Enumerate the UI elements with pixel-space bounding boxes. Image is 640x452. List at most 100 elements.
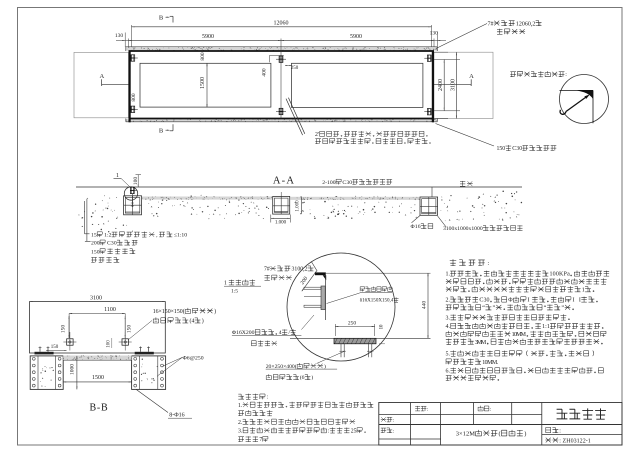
svg-text:150: 150 (497, 146, 506, 152)
svg-text:Φ16X200: Φ16X200 (232, 330, 255, 336)
svg-text:5900: 5900 (350, 34, 362, 40)
svg-text:2400: 2400 (438, 79, 444, 91)
svg-text:1100: 1100 (104, 307, 116, 313)
svg-text::: : (393, 418, 395, 424)
svg-text:I: I (528, 298, 530, 304)
svg-text:800: 800 (200, 52, 206, 61)
svg-text:B-B: B-B (89, 403, 108, 414)
svg-text:6.: 6. (446, 369, 451, 375)
svg-text:150: 150 (61, 325, 67, 334)
svg-text:3×12M: 3×12M (456, 430, 476, 437)
svg-text:10MM: 10MM (512, 332, 527, 338)
svg-text:Φ: Φ (508, 298, 513, 304)
svg-text:100: 100 (133, 177, 139, 186)
svg-text:”: ” (493, 305, 496, 311)
svg-text::: : (266, 395, 268, 401)
svg-text:): ) (311, 374, 313, 381)
svg-text:5.: 5. (446, 352, 451, 358)
svg-text:): ) (202, 318, 204, 325)
svg-text:A: A (469, 73, 474, 80)
svg-text:100KPa: 100KPa (550, 272, 571, 278)
svg-text:3100,2: 3100,2 (292, 267, 308, 273)
svg-text::: : (559, 428, 561, 434)
svg-text:): ) (214, 308, 216, 315)
svg-text:200: 200 (300, 276, 310, 286)
svg-text:3100: 3100 (450, 79, 456, 91)
svg-text:): ) (324, 363, 326, 370)
svg-text:C30: C30 (342, 180, 352, 186)
svg-text:2': 2' (315, 132, 319, 138)
svg-text:3.: 3. (446, 315, 451, 321)
svg-text::: : (393, 428, 395, 434)
svg-text:A-A: A-A (273, 176, 295, 187)
svg-text:≤1:10: ≤1:10 (174, 232, 187, 238)
svg-text:C30: C30 (479, 298, 489, 304)
svg-text:1.: 1. (238, 403, 243, 409)
svg-text:Φ6@250: Φ6@250 (183, 355, 204, 361)
svg-text:4: 4 (279, 330, 282, 336)
svg-text:200: 200 (91, 241, 100, 247)
svg-text:1.000: 1.000 (296, 200, 301, 212)
svg-text::: : (328, 428, 330, 434)
svg-text:440: 440 (422, 301, 428, 310)
svg-text:3.: 3. (238, 428, 243, 434)
svg-text:1: 1 (582, 287, 585, 293)
svg-text:10: 10 (380, 324, 385, 329)
svg-text:7: 7 (259, 437, 262, 443)
svg-text:1000: 1000 (70, 364, 76, 375)
svg-text:25: 25 (351, 428, 357, 434)
svg-text:5900: 5900 (202, 34, 214, 40)
svg-text:800: 800 (131, 93, 137, 102)
svg-text:(4: (4 (190, 318, 195, 325)
svg-text::: : (427, 407, 429, 413)
svg-text:2.: 2. (238, 420, 243, 426)
svg-text:12060,2: 12060,2 (516, 21, 535, 27)
svg-text:100: 100 (107, 340, 112, 348)
svg-text:2.: 2. (446, 298, 451, 304)
svg-text:150: 150 (127, 325, 133, 334)
svg-text:1.: 1. (446, 272, 451, 278)
svg-text:1: 1 (224, 281, 227, 287)
svg-text:1500: 1500 (92, 375, 104, 381)
svg-text:16×150×150(: 16×150×150( (153, 308, 185, 315)
svg-text:7#: 7# (264, 267, 270, 273)
svg-text::: : (487, 260, 489, 267)
svg-text:): ) (524, 430, 526, 437)
svg-text:: ZH03122-1: : ZH03122-1 (559, 438, 590, 444)
svg-text:7#: 7# (488, 21, 494, 27)
svg-text:“: “ (482, 304, 485, 311)
svg-text:1: 1 (116, 173, 119, 179)
svg-text:1:5: 1:5 (231, 289, 238, 295)
svg-text:15: 15 (91, 232, 97, 238)
svg-text:1:2: 1:2 (104, 232, 111, 238)
svg-text:3100: 3100 (90, 296, 102, 302)
svg-text:(: ( (499, 430, 501, 437)
svg-text::: : (490, 407, 492, 413)
svg-text:250: 250 (348, 320, 357, 326)
svg-text:12060: 12060 (274, 21, 289, 27)
svg-text:1500: 1500 (200, 77, 206, 89)
svg-text::: : (565, 72, 567, 78)
svg-text:δ16X150X150,4: δ16X150X150,4 (360, 298, 394, 304)
svg-text:C30: C30 (512, 146, 522, 152)
svg-text:10MM.: 10MM. (482, 360, 498, 366)
svg-text:3100x1000x1000: 3100x1000x1000 (443, 226, 483, 232)
svg-text:,: , (156, 232, 158, 238)
svg-text:130: 130 (430, 31, 439, 37)
svg-text:4.: 4. (446, 324, 451, 330)
svg-text:400: 400 (262, 68, 268, 77)
svg-text:3MM: 3MM (475, 340, 487, 346)
svg-text:(6: (6 (300, 374, 305, 381)
svg-text:B: B (159, 15, 164, 22)
svg-text:1:1: 1:1 (542, 324, 550, 330)
svg-text:/: / (288, 330, 290, 336)
svg-text:”: ” (561, 305, 564, 311)
svg-text:8-Φ16: 8-Φ16 (169, 413, 184, 419)
svg-text:20×250×400(: 20×250×400( (266, 363, 297, 370)
svg-text:2-100: 2-100 (322, 180, 335, 186)
svg-text:1.000: 1.000 (275, 221, 287, 226)
svg-text:130: 130 (115, 33, 124, 39)
svg-text:150: 150 (51, 345, 59, 350)
svg-text:“: “ (544, 304, 547, 311)
svg-text:250: 250 (291, 66, 299, 71)
